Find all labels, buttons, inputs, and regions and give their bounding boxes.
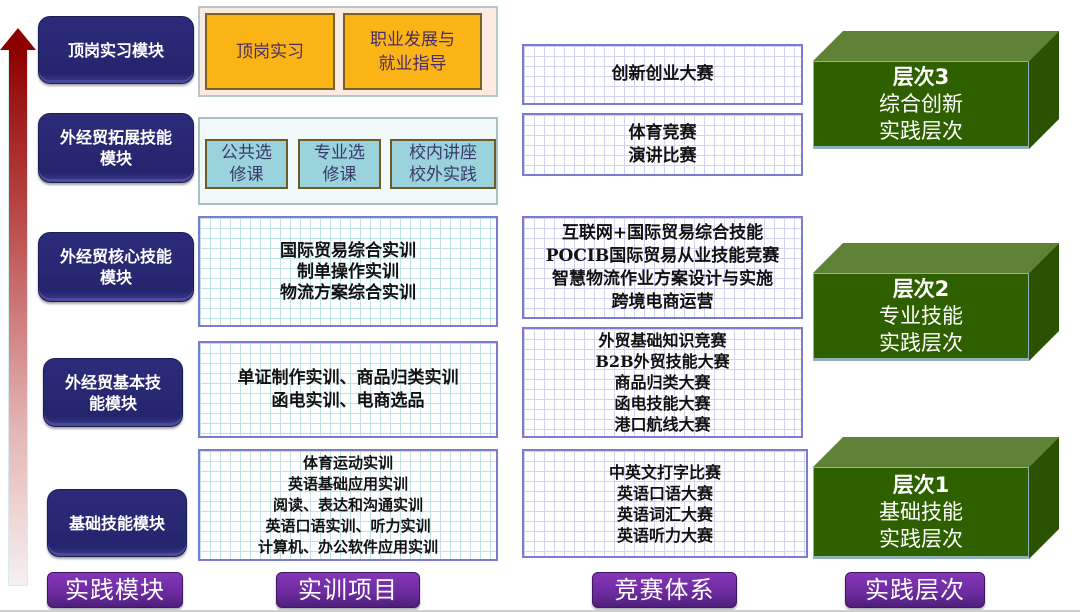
competition-foundation: 中英文打字比赛 英语口语大赛 英语词汇大赛 英语听力大赛 [522,449,808,558]
level-title: 层次2 [892,276,950,301]
training-career-guidance: 职业发展与 就业指导 [343,13,482,90]
module-label: 外经贸拓展技能 模块 [59,128,172,168]
competition-item: 创新创业大赛 [611,64,714,84]
competition-item: 跨境电商运营 [611,291,714,312]
level-1-front: 层次1 基础技能 实践层次 [813,467,1029,559]
module-core-skills: 外经贸核心技能 模块 [38,232,194,302]
cube-top-face [813,243,1059,273]
competition-item: 函电技能大赛 [614,394,711,413]
module-extension-skills: 外经贸拓展技能 模块 [38,113,194,183]
training-label: 顶岗实习 [236,41,304,62]
training-item: 单证制作实训、商品归类实训 [237,367,459,388]
level-3-front: 层次3 综合创新 实践层次 [813,61,1029,149]
level-line: 专业技能 [879,303,963,328]
training-public-elective: 公共选 修课 [205,139,288,189]
competition-item: 演讲比赛 [628,145,697,166]
training-item: 英语口语实训、听力实训 [265,516,431,535]
level-2-front: 层次2 专业技能 实践层次 [813,273,1029,361]
module-label: 外经贸基本技 能模块 [64,372,161,413]
level-line: 实践层次 [879,330,963,355]
training-internship: 顶岗实习 [205,13,335,90]
module-internship: 顶岗实习模块 [38,16,194,84]
column-label-modules: 实践模块 [47,572,183,608]
competition-item: 互联网+国际贸易综合技能 [561,222,764,243]
training-foundation-box: 体育运动实训 英语基础应用实训 阅读、表达和沟通实训 英语口语实训、听力实训 计… [198,449,498,561]
competition-item: 外贸基础知识竞赛 [598,331,727,350]
training-label: 专业选 修课 [314,143,365,185]
module-label: 基础技能模块 [68,513,165,533]
training-item: 体育运动实训 [302,453,393,472]
level-title: 层次3 [892,64,950,89]
competition-item: 商品归类大赛 [614,373,711,392]
competition-basic: 外贸基础知识竞赛 B2B外贸技能大赛 商品归类大赛 函电技能大赛 港口航线大赛 [522,327,803,438]
training-item: 国际贸易综合实训 [280,241,416,261]
level-line: 实践层次 [879,526,963,551]
module-label: 外经贸核心技能 模块 [59,247,172,287]
cube-top-face [813,437,1059,467]
competition-item: 港口航线大赛 [614,415,711,434]
competition-innovation: 创新创业大赛 [522,44,803,105]
level-1-block: 层次1 基础技能 实践层次 [813,437,1059,559]
cube-top-face [813,31,1059,61]
training-label: 校内讲座 校外实践 [409,143,477,185]
training-item: 阅读、表达和沟通实训 [272,495,423,514]
progress-arrow-shaft [8,48,28,586]
competition-item: 英语词汇大赛 [616,504,713,524]
level-line: 综合创新 [879,91,963,116]
training-item: 计算机、办公软件应用实训 [257,537,438,556]
training-major-elective: 专业选 修课 [298,139,381,189]
competition-item: 中英文打字比赛 [608,462,721,482]
column-label-training: 实训项目 [276,572,420,608]
arrow-up-icon [0,28,36,50]
competition-sports-speech: 体育竞赛 演讲比赛 [522,113,803,176]
training-label: 职业发展与 就业指导 [370,29,455,74]
competition-item: 英语口语大赛 [616,483,713,503]
column-label-levels: 实践层次 [845,572,985,608]
level-line: 实践层次 [879,118,963,143]
level-line: 基础技能 [879,499,963,524]
column-label-competitions: 竞赛体系 [592,572,737,608]
bottom-divider [0,610,1080,612]
training-item: 英语基础应用实训 [287,474,408,493]
training-item: 制单操作实训 [297,262,399,282]
competition-item: POCIB国际贸易从业技能竞赛 [545,245,780,266]
competition-item: 智慧物流作业方案设计与实施 [552,268,773,289]
competition-item: 体育竞赛 [628,122,697,143]
module-label: 顶岗实习模块 [67,40,164,60]
training-basic-box: 单证制作实训、商品归类实训 函电实训、电商选品 [198,341,498,438]
training-core-box: 国际贸易综合实训 制单操作实训 物流方案综合实训 [198,216,498,327]
module-basic-skills: 外经贸基本技 能模块 [43,358,183,427]
competition-item: B2B外贸技能大赛 [595,352,730,371]
competition-item: 英语听力大赛 [616,525,713,545]
training-label: 公共选 修课 [221,143,272,185]
competition-core: 互联网+国际贸易综合技能 POCIB国际贸易从业技能竞赛 智慧物流作业方案设计与… [522,216,803,319]
level-title: 层次1 [892,472,950,497]
training-lectures-practice: 校内讲座 校外实践 [390,139,496,189]
training-item: 物流方案综合实训 [280,283,416,303]
level-2-block: 层次2 专业技能 实践层次 [813,243,1059,361]
module-foundation-skills: 基础技能模块 [47,489,187,557]
training-item: 函电实训、电商选品 [271,390,425,411]
level-3-block: 层次3 综合创新 实践层次 [813,31,1059,149]
